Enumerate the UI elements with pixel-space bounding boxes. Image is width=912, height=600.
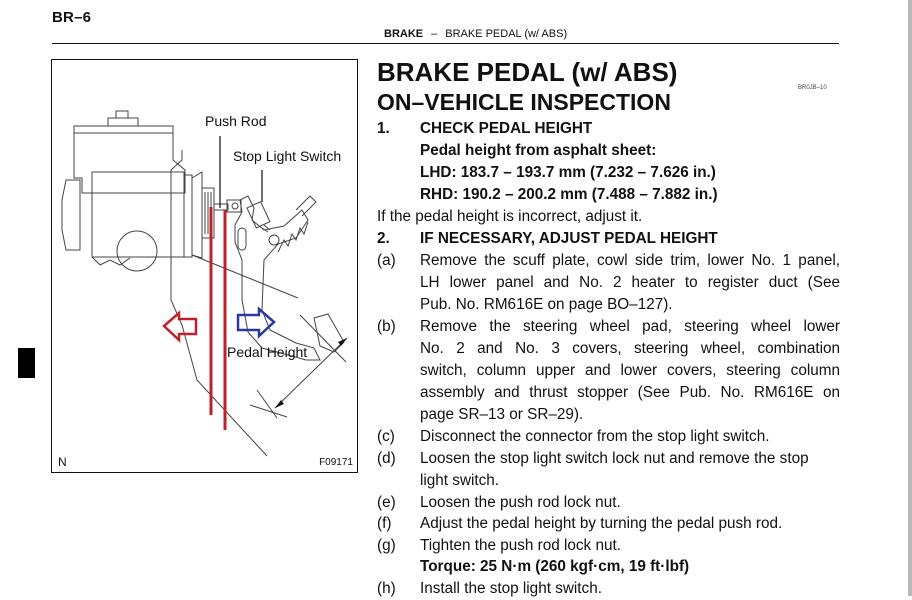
substep-a-line: LH lower panel and No. 2 heater to regis… bbox=[420, 274, 840, 291]
running-header-section: BRAKE bbox=[384, 28, 424, 40]
master-cylinder-reservoir bbox=[73, 110, 186, 194]
substep-e-line: Loosen the push rod lock nut. bbox=[420, 494, 621, 511]
return-spring bbox=[277, 195, 317, 253]
label-pedal-height: Pedal Height bbox=[227, 344, 308, 360]
step-2-heading: 2.IF NECESSARY, ADJUST PEDAL HEIGHT bbox=[377, 230, 718, 247]
substep-f-label: (f) bbox=[377, 515, 392, 532]
brake-pedal-arm bbox=[234, 195, 345, 361]
substep-g-label: (g) bbox=[377, 537, 396, 554]
page-subtitle: ON–VEHICLE INSPECTION bbox=[377, 89, 671, 115]
substep-h-label: (h) bbox=[377, 580, 396, 597]
substep-a-label: (a) bbox=[377, 252, 396, 269]
substep-b-line: page SR–13 or SR–29). bbox=[420, 406, 584, 423]
dimension-arrowhead-top bbox=[338, 338, 347, 346]
substep-b-line: switch, column upper and lower covers, s… bbox=[420, 362, 840, 379]
master-cylinder-body bbox=[61, 171, 215, 272]
firewall-outline bbox=[170, 150, 268, 457]
pedal-pad bbox=[313, 313, 345, 353]
substep-b-line: Remove the steering wheel pad, steering … bbox=[420, 318, 840, 335]
substep-c-label: (c) bbox=[377, 428, 395, 445]
substep-g-line: Tighten the push rod lock nut. bbox=[420, 537, 621, 554]
brake-pedal-diagram bbox=[61, 110, 348, 457]
label-push-rod: Push Rod bbox=[205, 113, 267, 129]
substep-a-line: Pub. No. RM616E on page BO–127). bbox=[420, 296, 673, 313]
label-stop-light-switch: Stop Light Switch bbox=[233, 148, 342, 164]
page-edge bbox=[908, 0, 912, 596]
pedal-height-spec-heading: Pedal height from asphalt sheet: bbox=[420, 142, 657, 159]
substep-b-line: assembly and thrust stopper (See Pub. No… bbox=[420, 384, 840, 401]
substep-h-line: Install the stop light switch. bbox=[420, 580, 602, 597]
substep-f-line: Adjust the pedal height by turning the p… bbox=[420, 515, 783, 532]
substep-d-label: (d) bbox=[377, 450, 396, 467]
running-header: BRAKE–BRAKE PEDAL (w/ ABS) bbox=[384, 28, 567, 40]
blue-right-arrow-icon bbox=[236, 306, 276, 339]
step-1-note: If the pedal height is incorrect, adjust… bbox=[377, 208, 643, 225]
page-title: BRAKE PEDAL (w/ ABS) bbox=[377, 57, 678, 87]
red-left-arrow-icon bbox=[162, 310, 198, 343]
document-code: BR0JB–10 bbox=[798, 85, 827, 91]
spec-lhd: LHD: 183.7 – 193.7 mm (7.232 – 7.626 in.… bbox=[420, 164, 716, 181]
running-header-subsection: BRAKE PEDAL (w/ ABS) bbox=[445, 28, 568, 40]
figure-code: F09171 bbox=[319, 457, 353, 468]
substep-d-line: light switch. bbox=[420, 472, 500, 489]
page-number: BR–6 bbox=[52, 9, 92, 26]
substep-b-label: (b) bbox=[377, 318, 396, 335]
dimension-arrowhead-bottom bbox=[275, 400, 284, 408]
spec-rhd: RHD: 190.2 – 200.2 mm (7.488 – 7.882 in.… bbox=[420, 186, 718, 203]
figure-corner-mark: N bbox=[58, 455, 67, 469]
step-1-heading: 1.CHECK PEDAL HEIGHT bbox=[377, 120, 593, 137]
substep-a-line: Remove the scuff plate, cowl side trim, … bbox=[420, 252, 840, 269]
push-rod bbox=[213, 199, 242, 213]
substep-e-label: (e) bbox=[377, 494, 396, 511]
substep-b-line: No. 2 and No. 3 covers, steering wheel, … bbox=[420, 340, 840, 357]
header-rule bbox=[52, 43, 839, 44]
section-tab-marker bbox=[18, 348, 35, 378]
substep-d-line: Loosen the stop light switch lock nut an… bbox=[420, 450, 809, 467]
torque-spec: Torque: 25 N·m (260 kgf·cm, 19 ft·lbf) bbox=[420, 558, 690, 575]
brake-pedal-figure: Push Rod Stop Light Switch Pedal Height … bbox=[51, 59, 358, 473]
stop-light-switch bbox=[246, 200, 271, 233]
running-header-separator: – bbox=[431, 28, 438, 40]
substep-c-line: Disconnect the connector from the stop l… bbox=[420, 428, 770, 445]
pedal-height-dimension bbox=[249, 314, 348, 419]
